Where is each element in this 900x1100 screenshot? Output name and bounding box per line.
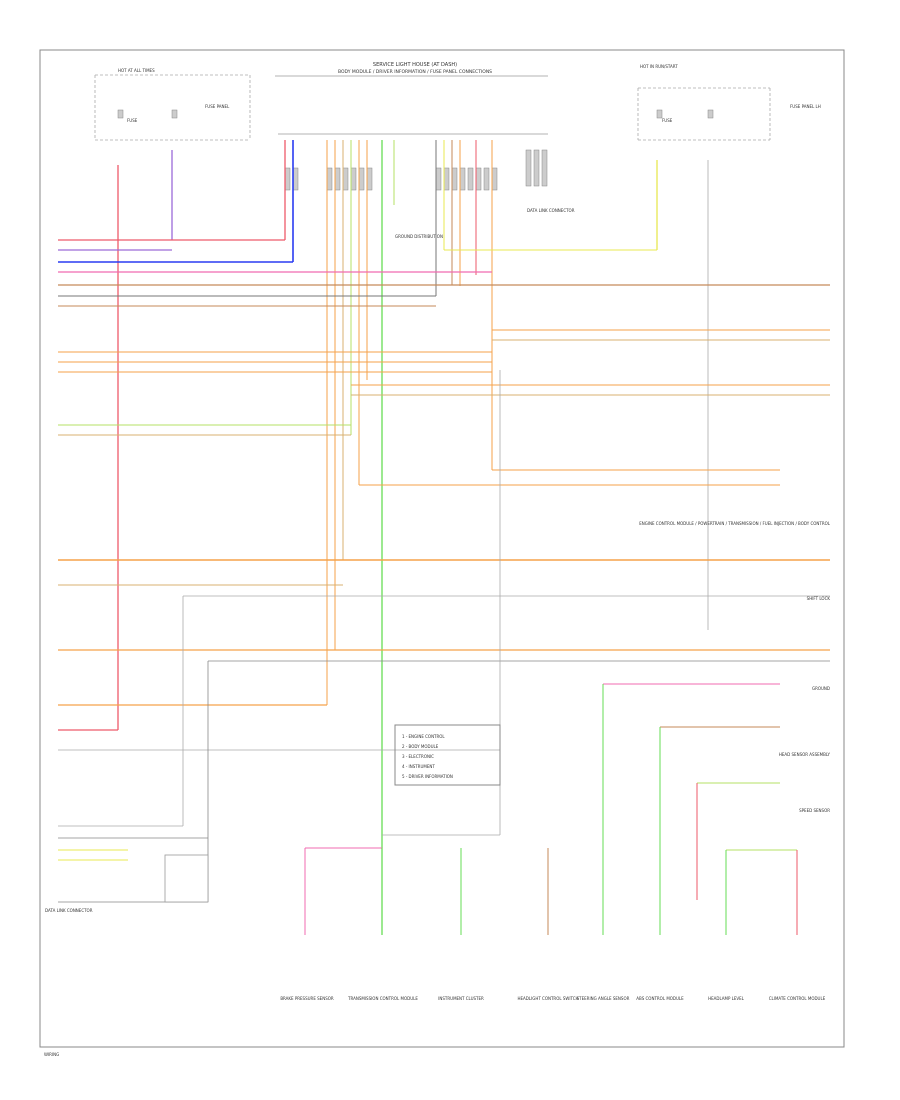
bottom-left-label: DATA LINK CONNECTOR bbox=[45, 908, 93, 913]
ground-label: GROUND bbox=[812, 686, 830, 691]
bottom-component-8: CLIMATE CONTROL MODULE bbox=[769, 996, 826, 1001]
bottom-component-3: INSTRUMENT CLUSTER bbox=[438, 996, 484, 1001]
nozzle-label: HEAD SENSOR ASSEMBLY bbox=[779, 752, 831, 757]
bottom-component-5: STEERING ANGLE SENSOR bbox=[577, 996, 630, 1001]
header-title: SERVICE LIGHT HOUSE (AT DASH) bbox=[373, 62, 457, 68]
bottom-component-7: HEADLAMP LEVEL bbox=[708, 996, 745, 1001]
left-fuse-panel-label: FUSE PANEL bbox=[205, 104, 230, 109]
legend-item-3: 3 - ELECTRONIC bbox=[402, 754, 434, 759]
legend-item-5: 5 - DRIVER INFORMATION bbox=[402, 774, 453, 779]
left-fuse-title: HOT AT ALL TIMES bbox=[118, 68, 155, 73]
corner-label: WIRING bbox=[44, 1052, 59, 1057]
legend-item-4: 4 - INSTRUMENT bbox=[402, 764, 435, 769]
legend-item-2: 2 - BODY MODULE bbox=[402, 744, 439, 749]
right-fuse-title: HOT IN RUN/START bbox=[640, 64, 678, 69]
right-module-label: ENGINE CONTROL MODULE / POWERTRAIN / TRA… bbox=[639, 521, 831, 526]
bottom-component-2: TRANSMISSION CONTROL MODULE bbox=[347, 996, 418, 1001]
ground-distribution-label: GROUND DISTRIBUTION bbox=[395, 234, 443, 239]
vertical-wires bbox=[117, 140, 709, 848]
data-link-label: DATA LINK CONNECTOR bbox=[527, 208, 575, 213]
right-fuse-box: HOT IN RUN/START FUSE FUSE PANEL LH bbox=[637, 64, 821, 141]
sensor-label: SPEED SENSOR bbox=[799, 808, 830, 813]
legend-item-1: 1 - ENGINE CONTROL bbox=[402, 734, 445, 739]
legend-box: 1 - ENGINE CONTROL 2 - BODY MODULE 3 - E… bbox=[394, 724, 501, 786]
left-fuse-box: HOT AT ALL TIMES FUSE FUSE PANEL bbox=[94, 68, 251, 141]
left-fuse-label: FUSE bbox=[127, 118, 138, 123]
bottom-component-1: BRAKE PRESSURE SENSOR bbox=[280, 996, 334, 1001]
diagram-frame bbox=[39, 49, 845, 1048]
bottom-left-module bbox=[164, 854, 209, 903]
top-connector bbox=[278, 133, 548, 191]
right-fuse-label: FUSE bbox=[662, 118, 673, 123]
shift-lock-label: SHIFT LOCK bbox=[807, 596, 831, 601]
bottom-component-4: HEADLIGHT CONTROL SWITCH bbox=[517, 996, 578, 1001]
bottom-component-6: ABS CONTROL MODULE bbox=[636, 996, 684, 1001]
bottom-components: BRAKE PRESSURE SENSOR TRANSMISSION CONTR… bbox=[280, 847, 826, 1001]
horizontal-wires bbox=[58, 239, 830, 903]
right-fuse-panel-label: FUSE PANEL LH bbox=[790, 104, 821, 109]
header-subtitle: BODY MODULE / DRIVER INFORMATION / FUSE … bbox=[338, 69, 492, 75]
